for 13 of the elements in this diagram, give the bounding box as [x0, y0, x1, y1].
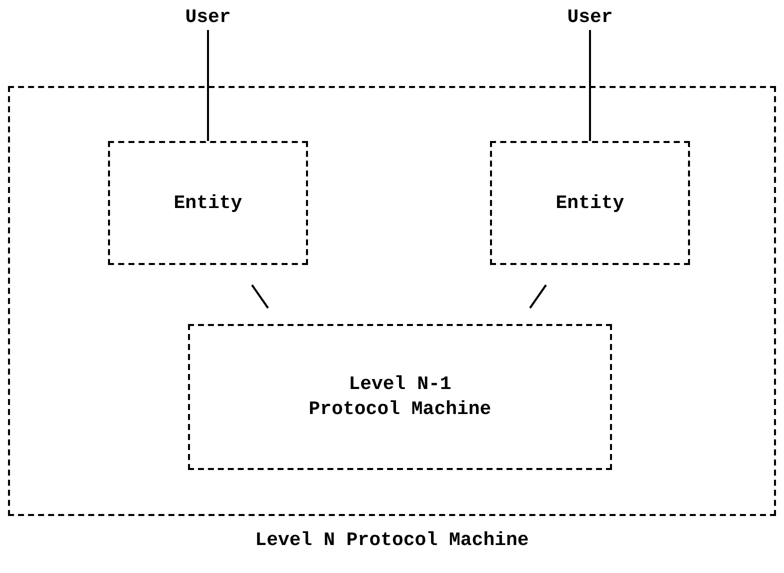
connector-line [251, 284, 269, 309]
dashed-box [108, 141, 308, 265]
connector-line [529, 284, 547, 309]
user-label: User [185, 4, 231, 30]
node-label: Level N-1 Protocol Machine [308, 372, 492, 422]
dashed-box [188, 324, 612, 470]
connector-line [207, 30, 209, 141]
user-label: User [567, 4, 613, 30]
dashed-box [490, 141, 690, 265]
machine-title: Level N Protocol Machine [254, 528, 530, 553]
connector-line [589, 30, 591, 141]
node-label: Entity [556, 190, 624, 216]
node-label: Entity [174, 190, 242, 216]
